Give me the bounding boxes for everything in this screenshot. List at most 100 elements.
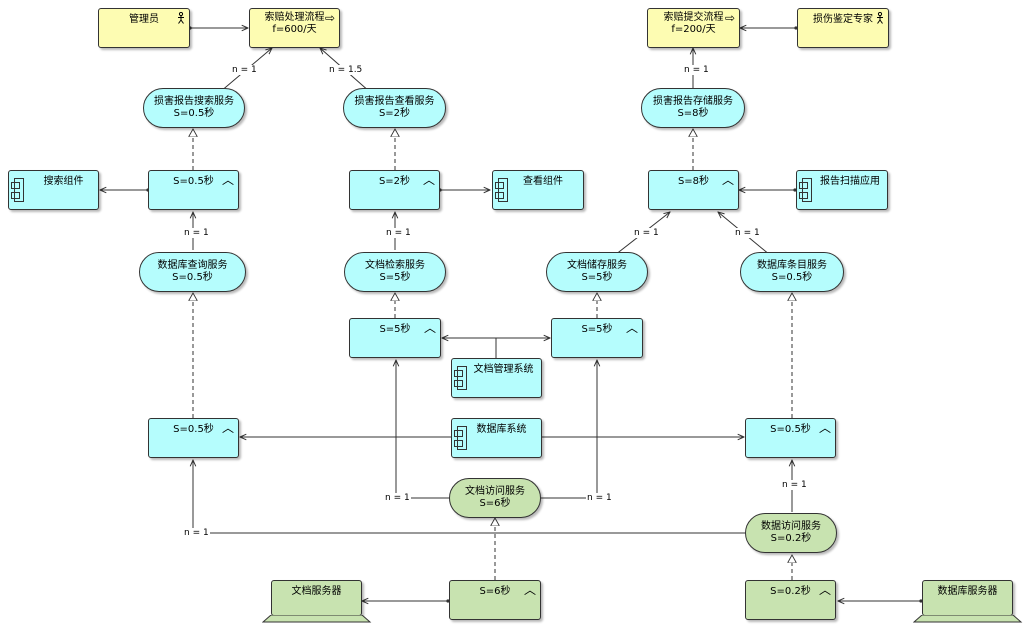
chevron-up-icon: ︿ — [625, 321, 638, 335]
server-db-label: 数据库服务器 — [937, 586, 998, 597]
component-scan[interactable]: 报告扫描应用 — [796, 170, 888, 210]
actor-expert[interactable]: 损伤鉴定专家 — [797, 8, 889, 48]
actor-expert-label: 损伤鉴定专家 — [813, 14, 873, 25]
function-store-time: S=8秒 — [677, 176, 710, 187]
function-view-time: S=2秒 — [378, 176, 411, 187]
stick-figure-icon — [177, 11, 185, 26]
service-db-query[interactable]: 数据库查询服务 S=0.5秒 — [139, 252, 246, 292]
service-doc-retrieve-time: S=5秒 — [379, 272, 411, 283]
function-doc-retrieve-time: S=5秒 — [379, 324, 411, 335]
chevron-up-icon: ︿ — [721, 173, 734, 187]
service-report-search[interactable]: 损害报告搜索服务 S=0.5秒 — [143, 88, 245, 128]
multiplicity-label: n = 1 — [734, 228, 761, 238]
stick-figure-icon — [876, 11, 884, 26]
chevron-up-icon: ︿ — [422, 173, 435, 187]
server-doc[interactable]: 文档服务器 — [271, 580, 362, 616]
function-view[interactable]: S=2秒 ︿ — [349, 170, 440, 210]
service-doc-retrieve-name: 文档检索服务 — [365, 260, 425, 271]
server-doc-label: 文档服务器 — [291, 586, 342, 597]
service-doc-store[interactable]: 文档储存服务 S=5秒 — [546, 252, 648, 292]
process-claim-submit-name: 索赔提交流程 — [663, 12, 724, 23]
assign-docmgmt — [442, 338, 497, 360]
function-db-right-time: S=0.5秒 — [770, 424, 811, 435]
service-data-access-time: S=0.2秒 — [770, 533, 812, 544]
service-db-query-name: 数据库查询服务 — [157, 260, 228, 271]
edge-docaccess-doc1 — [396, 360, 450, 499]
service-data-access[interactable]: 数据访问服务 S=0.2秒 — [745, 513, 837, 553]
service-db-entry[interactable]: 数据库条目服务 S=0.5秒 — [740, 252, 844, 292]
arrow-right-icon: ⇨ — [324, 11, 335, 25]
function-db-server[interactable]: S=0.2秒 ︿ — [745, 580, 836, 620]
process-claim-handling-freq: f=600/天 — [272, 24, 317, 35]
function-doc-store-time: S=5秒 — [581, 324, 613, 335]
actor-admin-label: 管理员 — [129, 14, 159, 25]
multiplicity-label: n = 1.5 — [328, 65, 364, 75]
component-search[interactable]: 搜索组件 — [8, 170, 99, 210]
function-doc-server[interactable]: S=6秒 ︿ — [449, 580, 541, 620]
chevron-up-icon: ︿ — [221, 173, 234, 187]
server-db[interactable]: 数据库服务器 — [922, 580, 1013, 616]
function-db-server-time: S=0.2秒 — [770, 586, 811, 597]
chevron-up-icon: ︿ — [423, 321, 436, 335]
chevron-up-icon: ︿ — [818, 421, 831, 435]
multiplicity-label: n = 1 — [384, 493, 411, 503]
component-icon — [454, 426, 467, 450]
service-report-store-time: S=8秒 — [677, 108, 709, 119]
function-db-right[interactable]: S=0.5秒 ︿ — [745, 418, 836, 458]
arrow-right-icon: ⇨ — [724, 11, 735, 25]
function-search-time: S=0.5秒 — [173, 176, 214, 187]
service-report-search-time: S=0.5秒 — [173, 108, 215, 119]
component-view-label: 查看组件 — [523, 176, 563, 187]
multiplicity-label: n = 1 — [385, 228, 412, 238]
component-database[interactable]: 数据库系统 — [451, 418, 542, 458]
component-icon — [454, 366, 467, 390]
service-db-entry-time: S=0.5秒 — [771, 272, 813, 283]
service-doc-access-name: 文档访问服务 — [465, 486, 525, 497]
service-doc-store-time: S=5秒 — [581, 272, 613, 283]
node-icon — [262, 615, 372, 623]
multiplicity-label: n = 1 — [633, 228, 660, 238]
function-search[interactable]: S=0.5秒 ︿ — [148, 170, 239, 210]
service-report-search-name: 损害报告搜索服务 — [154, 96, 234, 107]
chevron-up-icon: ︿ — [221, 421, 234, 435]
service-db-entry-name: 数据库条目服务 — [757, 260, 827, 271]
service-doc-access[interactable]: 文档访问服务 S=6秒 — [449, 478, 541, 518]
component-database-label: 数据库系统 — [476, 424, 527, 435]
function-store[interactable]: S=8秒 ︿ — [648, 170, 739, 210]
component-doc-mgmt[interactable]: 文档管理系统 — [451, 358, 542, 398]
multiplicity-label: n = 1 — [781, 480, 808, 490]
component-view[interactable]: 查看组件 — [492, 170, 584, 210]
node-icon — [913, 615, 1023, 623]
chevron-up-icon: ︿ — [523, 583, 536, 597]
service-doc-access-time: S=6秒 — [479, 498, 511, 509]
service-report-view-name: 损害报告查看服务 — [354, 96, 435, 107]
multiplicity-label: n = 1 — [586, 493, 613, 503]
function-doc-server-time: S=6秒 — [479, 586, 511, 597]
process-claim-submit[interactable]: 索赔提交流程 f=200/天 ⇨ — [647, 8, 740, 48]
component-icon — [11, 178, 24, 202]
component-icon — [495, 178, 508, 202]
service-report-view[interactable]: 损害报告查看服务 S=2秒 — [343, 88, 446, 128]
function-doc-store[interactable]: S=5秒 ︿ — [551, 318, 643, 358]
service-report-view-time: S=2秒 — [378, 108, 411, 119]
function-db-left-time: S=0.5秒 — [173, 424, 214, 435]
service-doc-retrieve[interactable]: 文档检索服务 S=5秒 — [344, 252, 446, 292]
function-doc-retrieve[interactable]: S=5秒 ︿ — [349, 318, 441, 358]
process-claim-handling[interactable]: 索赔处理流程 f=600/天 ⇨ — [249, 8, 340, 48]
edge-docaccess-doc2 — [541, 360, 597, 499]
multiplicity-label: n = 1 — [231, 65, 258, 75]
function-db-left[interactable]: S=0.5秒 ︿ — [148, 418, 239, 458]
multiplicity-label: n = 1 — [183, 528, 210, 538]
service-report-store-name: 损害报告存储服务 — [653, 96, 733, 107]
service-data-access-name: 数据访问服务 — [761, 521, 821, 532]
multiplicity-label: n = 1 — [183, 228, 210, 238]
process-claim-handling-name: 索赔处理流程 — [264, 12, 325, 23]
component-scan-label: 报告扫描应用 — [820, 176, 880, 187]
actor-admin[interactable]: 管理员 — [98, 8, 190, 48]
service-db-query-time: S=0.5秒 — [172, 272, 213, 283]
service-doc-store-name: 文档储存服务 — [567, 260, 627, 271]
component-search-label: 搜索组件 — [43, 176, 84, 187]
component-icon — [799, 178, 812, 202]
service-report-store[interactable]: 损害报告存储服务 S=8秒 — [641, 88, 745, 128]
